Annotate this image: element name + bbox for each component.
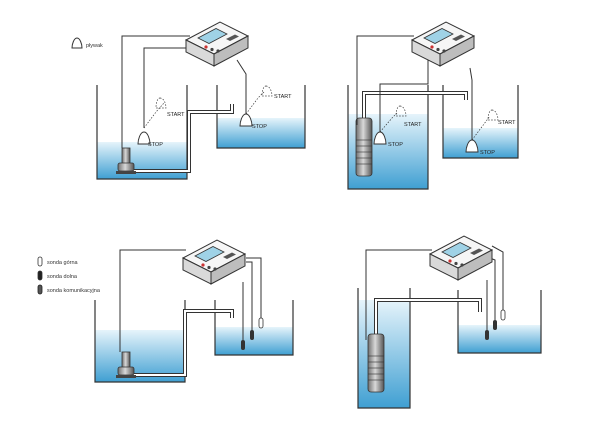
panel-1: STOP START STOP START <box>96 21 306 180</box>
float-label-start-1b: START <box>274 94 292 100</box>
cable-1-float-b <box>236 59 247 114</box>
panel-4 <box>357 235 542 409</box>
cable-1-float-a <box>143 47 200 128</box>
cable-4-probe-b <box>489 257 496 320</box>
probe-lower-3 <box>250 330 254 340</box>
tank-4b-water <box>458 325 541 353</box>
deep-well-pump-4 <box>367 333 385 393</box>
cable-1-pump <box>121 35 190 148</box>
controller-2 <box>411 21 475 67</box>
probe-comm-3 <box>241 340 245 350</box>
cable-2-float-b <box>469 67 473 140</box>
cable-2-float-a <box>379 60 429 132</box>
probe-comm-4 <box>485 330 489 340</box>
cable-4-pump <box>365 249 432 340</box>
controller-1 <box>185 21 249 67</box>
probe-comm-legend-icon <box>37 284 43 295</box>
tank-4a-walls <box>357 288 411 409</box>
cable-3-probe-c <box>246 257 262 318</box>
float-label-start-1a: START <box>167 112 185 118</box>
cable-3-probe-b <box>246 261 253 330</box>
float-legend-icon <box>71 37 83 49</box>
probe-upper-3 <box>258 317 264 329</box>
float-label-stop-2b: STOP <box>480 150 495 156</box>
cable-4-probe-c <box>491 245 504 310</box>
float-stop-1b <box>239 113 253 127</box>
probe-upper-legend-icon <box>37 256 43 267</box>
deep-well-pump-2 <box>355 117 373 177</box>
probe-lower-legend-icon <box>37 270 43 281</box>
float-label-stop-1a: STOP <box>148 142 163 148</box>
legend-probe-lower-label: sonda dolna <box>47 274 78 280</box>
panel-2: STOP START STOP START <box>347 21 519 190</box>
cable-2-pump <box>356 35 414 125</box>
controller-4 <box>429 235 493 281</box>
tank-3b-water <box>215 327 293 355</box>
cable-3-pump <box>119 249 186 352</box>
tank-2b-water <box>443 128 518 158</box>
tank-2b-walls <box>442 85 519 159</box>
legend-probes: sonda górna sonda dolna sonda komunikacy… <box>37 256 101 295</box>
probe-lower-4 <box>493 320 497 330</box>
legend-probe-upper-label: sonda górna <box>47 260 79 266</box>
legend-float: pływak <box>71 37 103 49</box>
legend-probe-comm-label: sonda komunikacyjna <box>47 288 101 294</box>
float-label-stop-1b: STOP <box>252 124 267 130</box>
tank-1b-walls <box>216 85 306 149</box>
tank-4b-walls <box>457 290 542 354</box>
float-label-start-2a: START <box>404 122 422 128</box>
float-label-stop-2a: STOP <box>388 142 403 148</box>
float-label-start-2b: START <box>498 120 516 126</box>
controller-3 <box>182 239 246 285</box>
tank-3b-walls <box>214 300 294 356</box>
probe-upper-4 <box>500 309 506 321</box>
panel-3 <box>94 239 294 383</box>
tank-1b-water <box>217 118 305 148</box>
tank-1a-water <box>97 142 187 179</box>
tank-2a-walls <box>347 85 429 190</box>
legend-float-label: pływak <box>86 43 103 49</box>
